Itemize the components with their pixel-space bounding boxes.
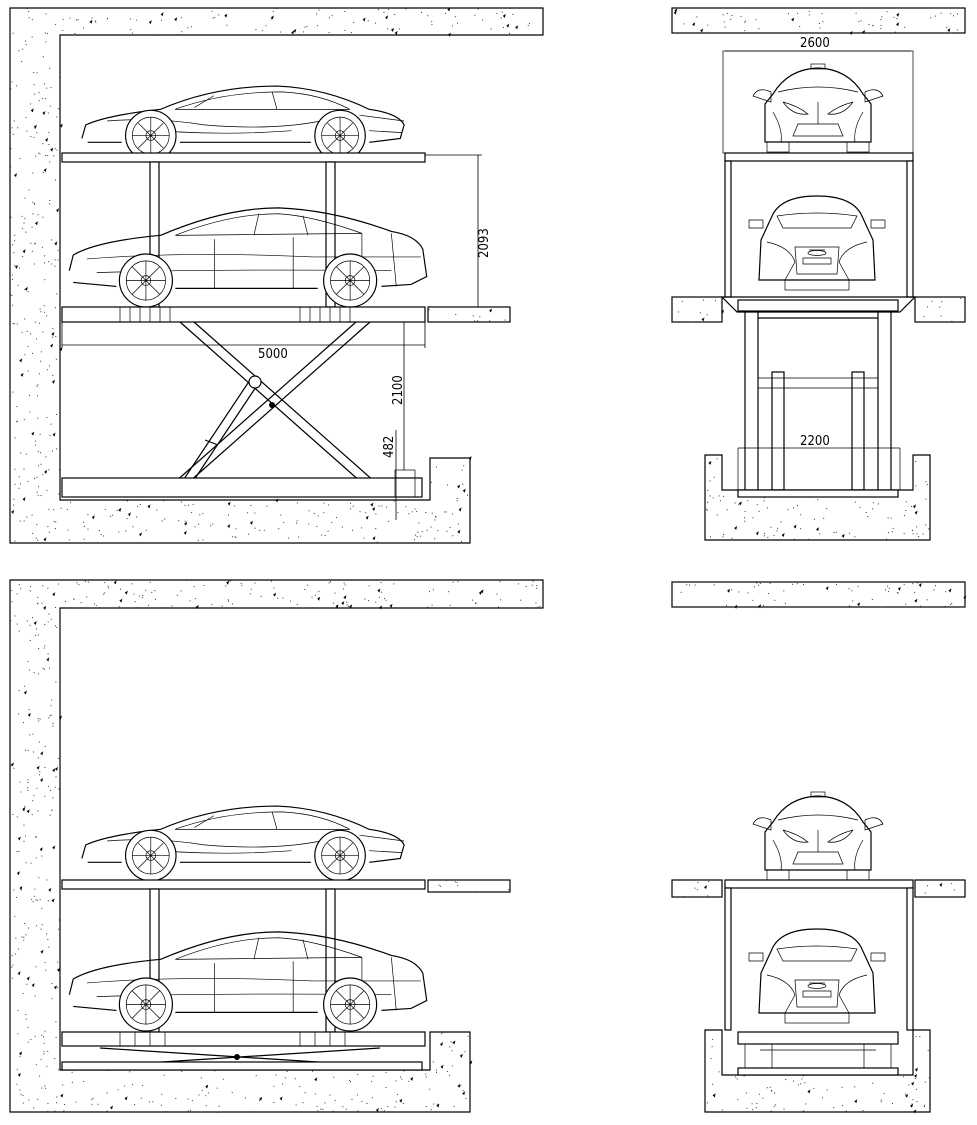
dimension-2200: 2200 [800, 434, 830, 449]
sports-car-front [752, 791, 884, 881]
upper-platform [61, 152, 426, 163]
concrete-texture [677, 299, 725, 323]
ground-slab [427, 306, 511, 323]
sports-car-upper [81, 805, 405, 882]
hydraulic-cylinder [177, 379, 259, 493]
concrete-texture [673, 8, 958, 35]
lower-platform [61, 306, 426, 323]
sports-car-front [752, 63, 884, 153]
concrete-texture [706, 1035, 930, 1114]
pit-concrete [704, 454, 931, 541]
sedan-front [748, 195, 886, 291]
dimension-482: 482 [382, 436, 397, 458]
dimension-2100: 2100 [391, 375, 406, 405]
concrete-texture [917, 882, 955, 898]
pit-concrete [704, 1029, 931, 1113]
concrete-wall [9, 7, 544, 544]
side-view-raised: 2093 5000 2100 482 [9, 7, 544, 544]
sedan-lower [68, 931, 428, 1032]
concrete-texture [680, 582, 967, 609]
concrete-texture [706, 458, 930, 541]
ground-slab [427, 879, 511, 893]
sedan-lower [68, 207, 428, 308]
front-view-lowered [671, 581, 967, 1114]
dimension-5000: 5000 [258, 347, 288, 362]
concrete-texture [438, 880, 510, 893]
concrete-texture [428, 308, 506, 323]
concrete-texture [683, 881, 710, 898]
concrete-texture [10, 7, 530, 543]
base-frame [61, 477, 423, 498]
ceiling-slab [671, 581, 966, 608]
ceiling-slab [671, 7, 966, 34]
concrete-texture [10, 580, 541, 1113]
sports-car-upper [81, 85, 405, 162]
concrete-wall [9, 579, 544, 1113]
scissor-arms [165, 321, 385, 491]
ground-slab-left [671, 296, 723, 323]
sedan-front [748, 928, 886, 1024]
concrete-texture [923, 298, 966, 322]
side-view-lowered [9, 579, 544, 1113]
ground-slab-right [914, 296, 966, 323]
dimension-2600: 2600 [800, 36, 830, 51]
front-view-raised: 2600 2200 [671, 7, 966, 541]
dimension-2093: 2093 [477, 228, 492, 258]
